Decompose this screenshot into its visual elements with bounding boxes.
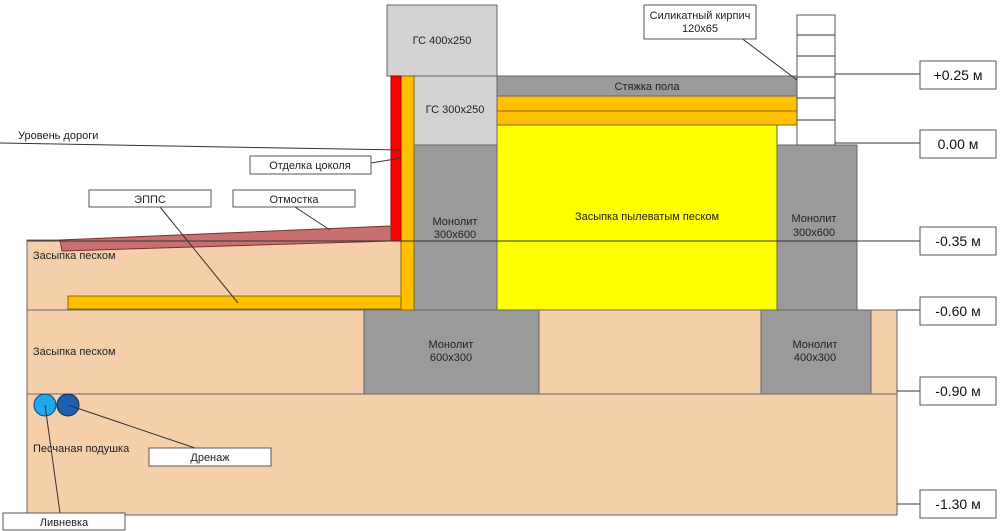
gas-block-300-label: ГС 300х250 [426,104,485,116]
level-minus090: -0.90 м [935,383,980,399]
blind-area-callout-box [232,189,356,208]
level-000: 0.00 м [938,136,979,152]
footing-left-title: Монолит [429,339,474,351]
road-level-label: Уровень дороги [18,130,98,142]
footing-right-title: Монолит [793,339,838,351]
silicate-brick-column [796,14,836,146]
footing-right [760,309,872,395]
gas-block-400-label: ГС 400х250 [413,35,472,47]
storm-drain-label: Ливневка [40,517,89,529]
level-box-000 [919,129,997,159]
level-minus060: -0.60 м [935,303,980,319]
blind-area-label: Отмостка [270,194,320,206]
sand-cushion-label: Песчаная подушка [33,443,130,455]
xps-callout-box [88,189,212,208]
wall-xps-vertical [400,75,415,311]
dust-sand-fill-label: Засыпка пылеватым песком [575,211,719,223]
plinth-finish-callout-box [249,155,372,175]
screed-label: Стяжка пола [615,81,681,93]
level-box-plus025 [919,60,997,90]
plinth-finish-label: Отделка цоколя [269,160,351,172]
drainage-label: Дренаж [190,452,230,464]
gas-block-400 [386,4,498,77]
monolith-left-title: Монолит [433,216,478,228]
monolith-wall-left [413,144,498,311]
storm-drain-callout-box [2,512,126,531]
level-box-minus060 [919,296,997,326]
level-plus025: +0.25 м [934,67,983,83]
footing-left-size: 600х300 [430,352,472,364]
drainage-callout-box [148,447,272,467]
brick-callout-line1: Силикатный кирпич [650,10,751,22]
footing-left [363,309,540,395]
brick-callout-box [643,4,757,40]
monolith-wall-right [776,144,858,311]
sand-fill-middle-label: Засыпка песком [33,346,116,358]
dust-sand-fill [496,124,778,311]
monolith-right-title: Монолит [792,213,837,225]
brick-callout-line2: 120х65 [682,23,718,35]
footing-right-size: 400х300 [794,352,836,364]
level-box-minus130 [919,489,997,519]
level-box-minus035 [919,226,997,256]
xps-label: ЭППС [134,194,166,206]
level-minus130: -1.30 м [935,496,980,512]
level-minus035: -0.35 м [935,233,980,249]
ground-xps-horizontal [67,295,402,310]
floor-xps-lower [496,110,798,126]
monolith-right-size: 300х600 [793,227,835,239]
level-box-minus090 [919,376,997,406]
floor-xps-upper [496,95,798,112]
monolith-left-size: 300х600 [434,229,476,241]
sand-fill-upper-label: Засыпка песком [33,250,116,262]
